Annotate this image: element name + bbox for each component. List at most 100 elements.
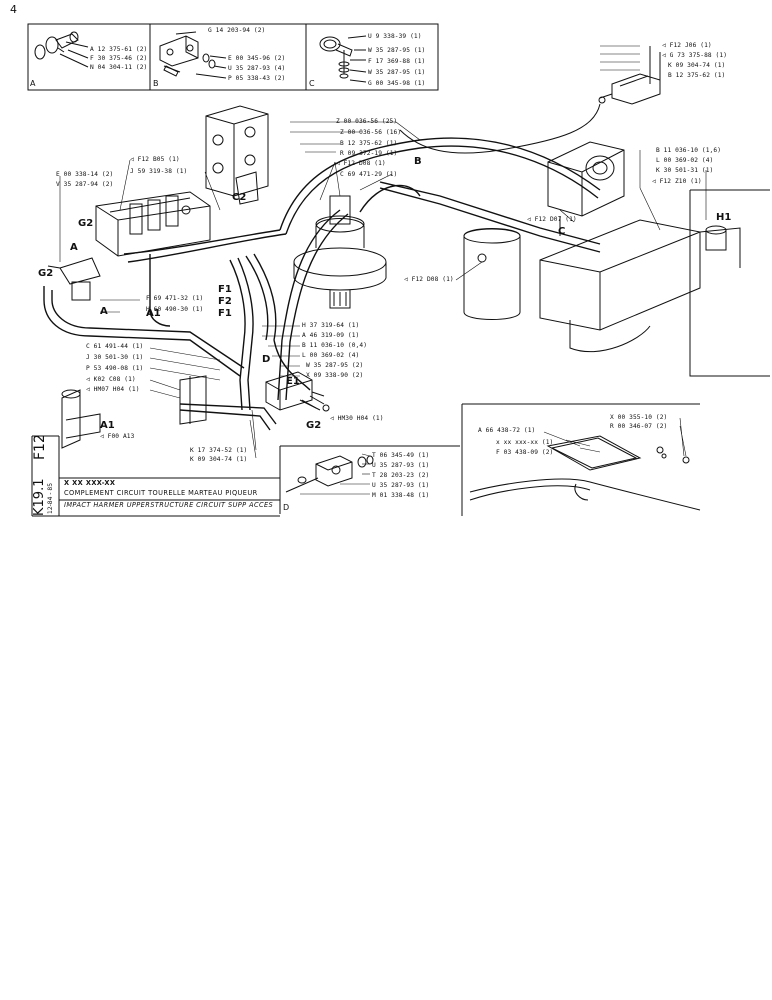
title-code: X XX XXX-XX bbox=[64, 479, 116, 487]
box-d-part-3: T 28 203-23 (2) bbox=[372, 472, 430, 479]
engine-block bbox=[539, 189, 770, 377]
hammer-control-valve bbox=[61, 375, 207, 449]
pump-assembly bbox=[547, 141, 625, 236]
callout-c: C bbox=[558, 226, 566, 237]
center-part-4: L 00 369-02 (4) bbox=[302, 352, 360, 359]
callout-f1-top: F1 bbox=[218, 284, 232, 295]
box-c-part-3: F 17 369-88 (1) bbox=[368, 58, 426, 65]
detail-box-c bbox=[305, 23, 439, 91]
right-top-part-3: K 09 304-74 (1) bbox=[668, 62, 726, 69]
center-part-6: X 09 338-90 (2) bbox=[306, 372, 364, 379]
box-b-part-1: E 00 345-96 (2) bbox=[228, 55, 286, 62]
right-mid-part-1: B 11 036-10 (1,6) bbox=[656, 147, 722, 154]
box-c-part-4: W 35 287-95 (1) bbox=[368, 69, 426, 76]
callout-b: B bbox=[414, 156, 422, 167]
hose-part-5: ◁ F12 D08 (1) bbox=[336, 160, 386, 167]
left-low-part-4: ◁ K02 C08 (1) bbox=[86, 376, 136, 383]
box-d-part-2: U 35 287-93 (1) bbox=[372, 462, 430, 469]
callout-c2: C2 bbox=[232, 192, 247, 203]
detail-box-d bbox=[279, 445, 460, 514]
callout-a-bottom: A bbox=[100, 306, 108, 317]
section-label: F12 bbox=[32, 434, 48, 460]
right-mid-part-3: K 30 501-31 (1) bbox=[656, 167, 714, 174]
hose-part-2: Z 00 036-56 (16) bbox=[340, 129, 402, 136]
hose-lines bbox=[43, 137, 601, 431]
box-a-part-3: N 04 304-11 (2) bbox=[90, 64, 148, 71]
box-b-letter: B bbox=[153, 79, 159, 88]
right-mid-part-2: L 00 369-02 (4) bbox=[656, 157, 714, 164]
left-mid-part-1: F 69 471-32 (1) bbox=[146, 295, 204, 302]
hose-part-6: C 69 471-29 (1) bbox=[340, 171, 398, 178]
callout-d: D bbox=[262, 354, 271, 365]
hm30-label: ◁ HM30 H04 (1) bbox=[330, 415, 384, 422]
center-part-1: H 37 319-64 (1) bbox=[302, 322, 360, 329]
box-e-left-part-1: A 66 438-72 (1) bbox=[478, 427, 536, 434]
leader-lines bbox=[59, 45, 707, 495]
left-low-part-1: C 61 491-44 (1) bbox=[86, 343, 144, 350]
callout-g2-top: G2 bbox=[78, 218, 94, 229]
box-b-part-2: U 35 287-93 (4) bbox=[228, 65, 286, 72]
callout-h1: H1 bbox=[716, 212, 732, 223]
right-top-part-4: B 12 375-62 (1) bbox=[668, 72, 726, 79]
left-low-part-2: J 30 501-30 (1) bbox=[86, 354, 144, 361]
box-e-right-part-1: X 00 355-10 (2) bbox=[610, 414, 668, 421]
box-c-part-2: W 35 287-95 (1) bbox=[368, 47, 426, 54]
left-top-part-1: ◁ F12 B05 (1) bbox=[130, 156, 180, 163]
box-d-part-1: T 06 345-49 (1) bbox=[372, 452, 430, 459]
box-e-right-part-2: R 00 346-07 (2) bbox=[610, 423, 668, 430]
callout-a-top: A bbox=[70, 242, 78, 253]
left-top-part-2: J 59 319-38 (1) bbox=[130, 168, 188, 175]
right-top-part-1: ◁ F12 J06 (1) bbox=[662, 42, 712, 49]
bottom-center-part-1: K 17 374-52 (1) bbox=[190, 447, 248, 454]
callout-a1-bottom: A1 bbox=[100, 420, 115, 431]
callout-g2-bottom: G2 bbox=[306, 420, 322, 431]
detail-box-b bbox=[149, 23, 307, 91]
left-side-part-2: V 35 287-94 (2) bbox=[56, 181, 114, 188]
hydraulic-tank bbox=[463, 228, 521, 320]
box-d-letter: D bbox=[283, 503, 290, 512]
right-mid-part-4: ◁ F12 Z10 (1) bbox=[652, 178, 702, 185]
vertical-frame bbox=[31, 435, 280, 517]
box-a-letter: A bbox=[30, 79, 36, 88]
bottom-center-part-2: K 09 304-74 (1) bbox=[190, 456, 248, 463]
callout-a1-mid: A1 bbox=[146, 308, 161, 319]
box-a-part-2: F 30 375-46 (2) bbox=[90, 55, 148, 62]
left-low-part-5: ◁ HM07 H04 (1) bbox=[86, 386, 140, 393]
callout-f2: F2 bbox=[218, 296, 232, 307]
box-e-left-part-2: x xx xxx-xx (1) bbox=[496, 439, 554, 446]
center-part-3: B 11 036-10 (0,4) bbox=[302, 342, 368, 349]
detail-box-e bbox=[461, 403, 701, 516]
box-b-top-part: G 14 203-94 (2) bbox=[208, 27, 266, 34]
title-french: COMPLEMENT CIRCUIT TOURELLE MARTEAU PIQU… bbox=[64, 489, 258, 497]
date-label: 12-84 - 85 bbox=[47, 482, 54, 514]
callout-f1-bottom: F1 bbox=[218, 308, 232, 319]
distributor-block bbox=[47, 191, 211, 301]
box-b-part-3: P 05 338-43 (2) bbox=[228, 75, 286, 82]
box-c-part-5: G 00 345-98 (1) bbox=[368, 80, 426, 87]
box-c-letter: C bbox=[309, 79, 315, 88]
box-c-part-1: U 9 338-39 (1) bbox=[368, 33, 422, 40]
left-side-part-1: E 00 338-14 (2) bbox=[56, 171, 114, 178]
box-e-left-part-3: F 03 438-09 (2) bbox=[496, 449, 554, 456]
box-d-part-5: M 01 338-48 (1) bbox=[372, 492, 430, 499]
page-label: K19.1 bbox=[32, 478, 47, 516]
page-corner-number: 4 bbox=[10, 3, 17, 16]
center-part-5: W 35 287-95 (2) bbox=[306, 362, 364, 369]
callout-g2-left: G2 bbox=[38, 268, 54, 279]
callout-e1: E1 bbox=[286, 376, 300, 387]
center-part-2: A 46 319-09 (1) bbox=[302, 332, 360, 339]
title-english: IMPACT HARMER UPPERSTRUCTURE CIRCUIT SUP… bbox=[64, 501, 274, 509]
box-a-part-1: A 12 375-61 (2) bbox=[90, 46, 148, 53]
right-top-part-2: ◁ G 73 375-88 (1) bbox=[662, 52, 728, 59]
top-right-valve bbox=[399, 46, 661, 154]
swivel-joint bbox=[293, 195, 387, 309]
e1-bolts bbox=[301, 395, 325, 409]
upper-valve-housing bbox=[205, 105, 269, 205]
f12-d07-label: ◁ F12 D07 (1) bbox=[527, 216, 577, 223]
left-low-part-3: P 53 490-08 (1) bbox=[86, 365, 144, 372]
left-mid-part-2: H 60 490-30 (1) bbox=[146, 306, 204, 313]
box-d-part-4: U 35 287-93 (1) bbox=[372, 482, 430, 489]
f00-label: ◁ F00 A13 bbox=[100, 433, 135, 440]
hose-part-3: B 12 375-62 (1) bbox=[340, 140, 398, 147]
